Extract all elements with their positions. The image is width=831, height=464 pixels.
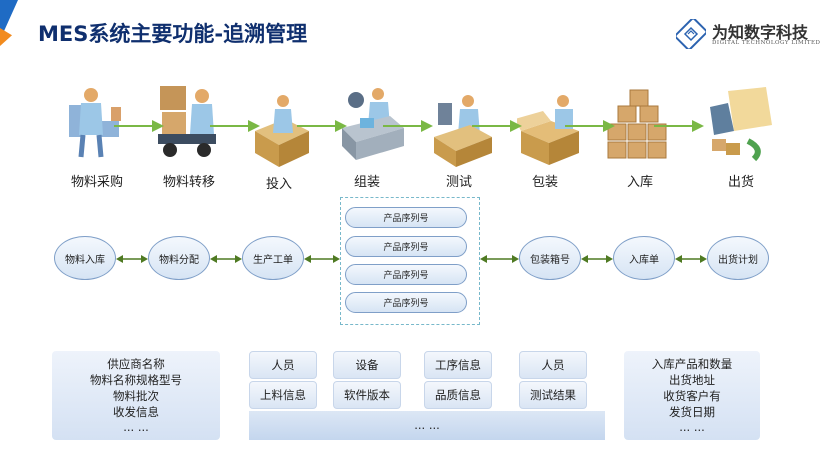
process-arrow [114, 120, 164, 132]
process-info-band: ... ... [249, 411, 605, 440]
info-cell-process-info: 工序信息 [424, 351, 492, 379]
company-logo-icon [676, 19, 706, 49]
flow-node-shipping-plan: 出货计划 [707, 236, 769, 280]
shipping-info-line: 收货客户有 [663, 389, 721, 403]
step-label: 入库 [626, 175, 653, 190]
flow-node-carton-number: 包装箱号 [519, 236, 581, 280]
serial-number-pill: 产品序列号 [345, 207, 467, 228]
corner-accent [0, 0, 18, 40]
process-arrow [297, 120, 347, 132]
info-cell-equipment: 设备 [333, 351, 401, 379]
supplier-info-line: 收发信息 [113, 405, 159, 419]
info-cell-test-result: 测试结果 [519, 381, 587, 409]
flow-node-material-allocation: 物料分配 [148, 236, 210, 280]
step-label: 包装 [531, 175, 558, 190]
process-arrow [654, 120, 704, 132]
flow-node-work-order: 生产工单 [242, 236, 304, 280]
company-tagline: DIGITAL TECHNOLOGY LIMITED [712, 40, 821, 46]
shipping-truck-icon [710, 87, 772, 162]
bidirectional-arrow [210, 255, 242, 263]
step-label: 出货 [727, 175, 754, 190]
step-label: 物料转移 [162, 175, 215, 190]
process-arrow [472, 120, 522, 132]
shipping-info-line: ... ... [679, 420, 705, 434]
supplier-info-line: 物料批次 [113, 389, 159, 403]
flow-node-material-receiving: 物料入库 [54, 236, 116, 280]
serial-number-pill: 产品序列号 [345, 292, 467, 313]
shipping-info-line: 发货日期 [669, 405, 715, 419]
process-arrow [210, 120, 260, 132]
bidirectional-arrow [116, 255, 148, 263]
step-label: 组装 [353, 175, 380, 190]
company-name: 为知数字科技 [712, 23, 809, 42]
slide-title: MES系统主要功能-追溯管理 [38, 22, 308, 46]
bidirectional-arrow [480, 255, 519, 263]
supplier-info-line: 供应商名称 [107, 357, 165, 371]
info-cell-quality-info: 品质信息 [424, 381, 492, 409]
test-icon [434, 95, 492, 167]
shipping-info-box: 入库产品和数量 出货地址 收货客户有 发货日期 ... ... [624, 351, 760, 440]
supplier-info-line: ... ... [123, 420, 149, 434]
step-label: 物料采购 [70, 175, 123, 190]
info-cell-personnel: 人员 [519, 351, 587, 379]
info-cell-personnel: 人员 [249, 351, 317, 379]
process-arrow [565, 120, 615, 132]
supplier-info-line: 物料名称规格型号 [90, 373, 182, 387]
warehouse-icon [607, 89, 667, 159]
serial-number-group [340, 197, 480, 325]
shipping-info-line: 入库产品和数量 [651, 357, 733, 371]
bidirectional-arrow [304, 255, 340, 263]
input-icon [255, 95, 309, 167]
process-info-more: ... ... [414, 418, 440, 432]
supplier-info-box: 供应商名称 物料名称规格型号 物料批次 收发信息 ... ... [52, 351, 220, 440]
flow-node-warehouse-receipt: 入库单 [613, 236, 675, 280]
step-label: 测试 [445, 175, 472, 190]
shipping-info-line: 出货地址 [669, 373, 715, 387]
serial-number-pill: 产品序列号 [345, 236, 467, 257]
serial-number-pill: 产品序列号 [345, 264, 467, 285]
bidirectional-arrow [675, 255, 707, 263]
info-cell-feeding-info: 上料信息 [249, 381, 317, 409]
packing-icon [517, 95, 579, 165]
step-label: 投入 [265, 177, 292, 192]
material-transfer-icon [158, 86, 216, 157]
purchase-icon [69, 88, 121, 158]
info-cell-software-version: 软件版本 [333, 381, 401, 409]
process-arrow [383, 120, 433, 132]
assembly-icon [342, 88, 404, 160]
bidirectional-arrow [581, 255, 613, 263]
